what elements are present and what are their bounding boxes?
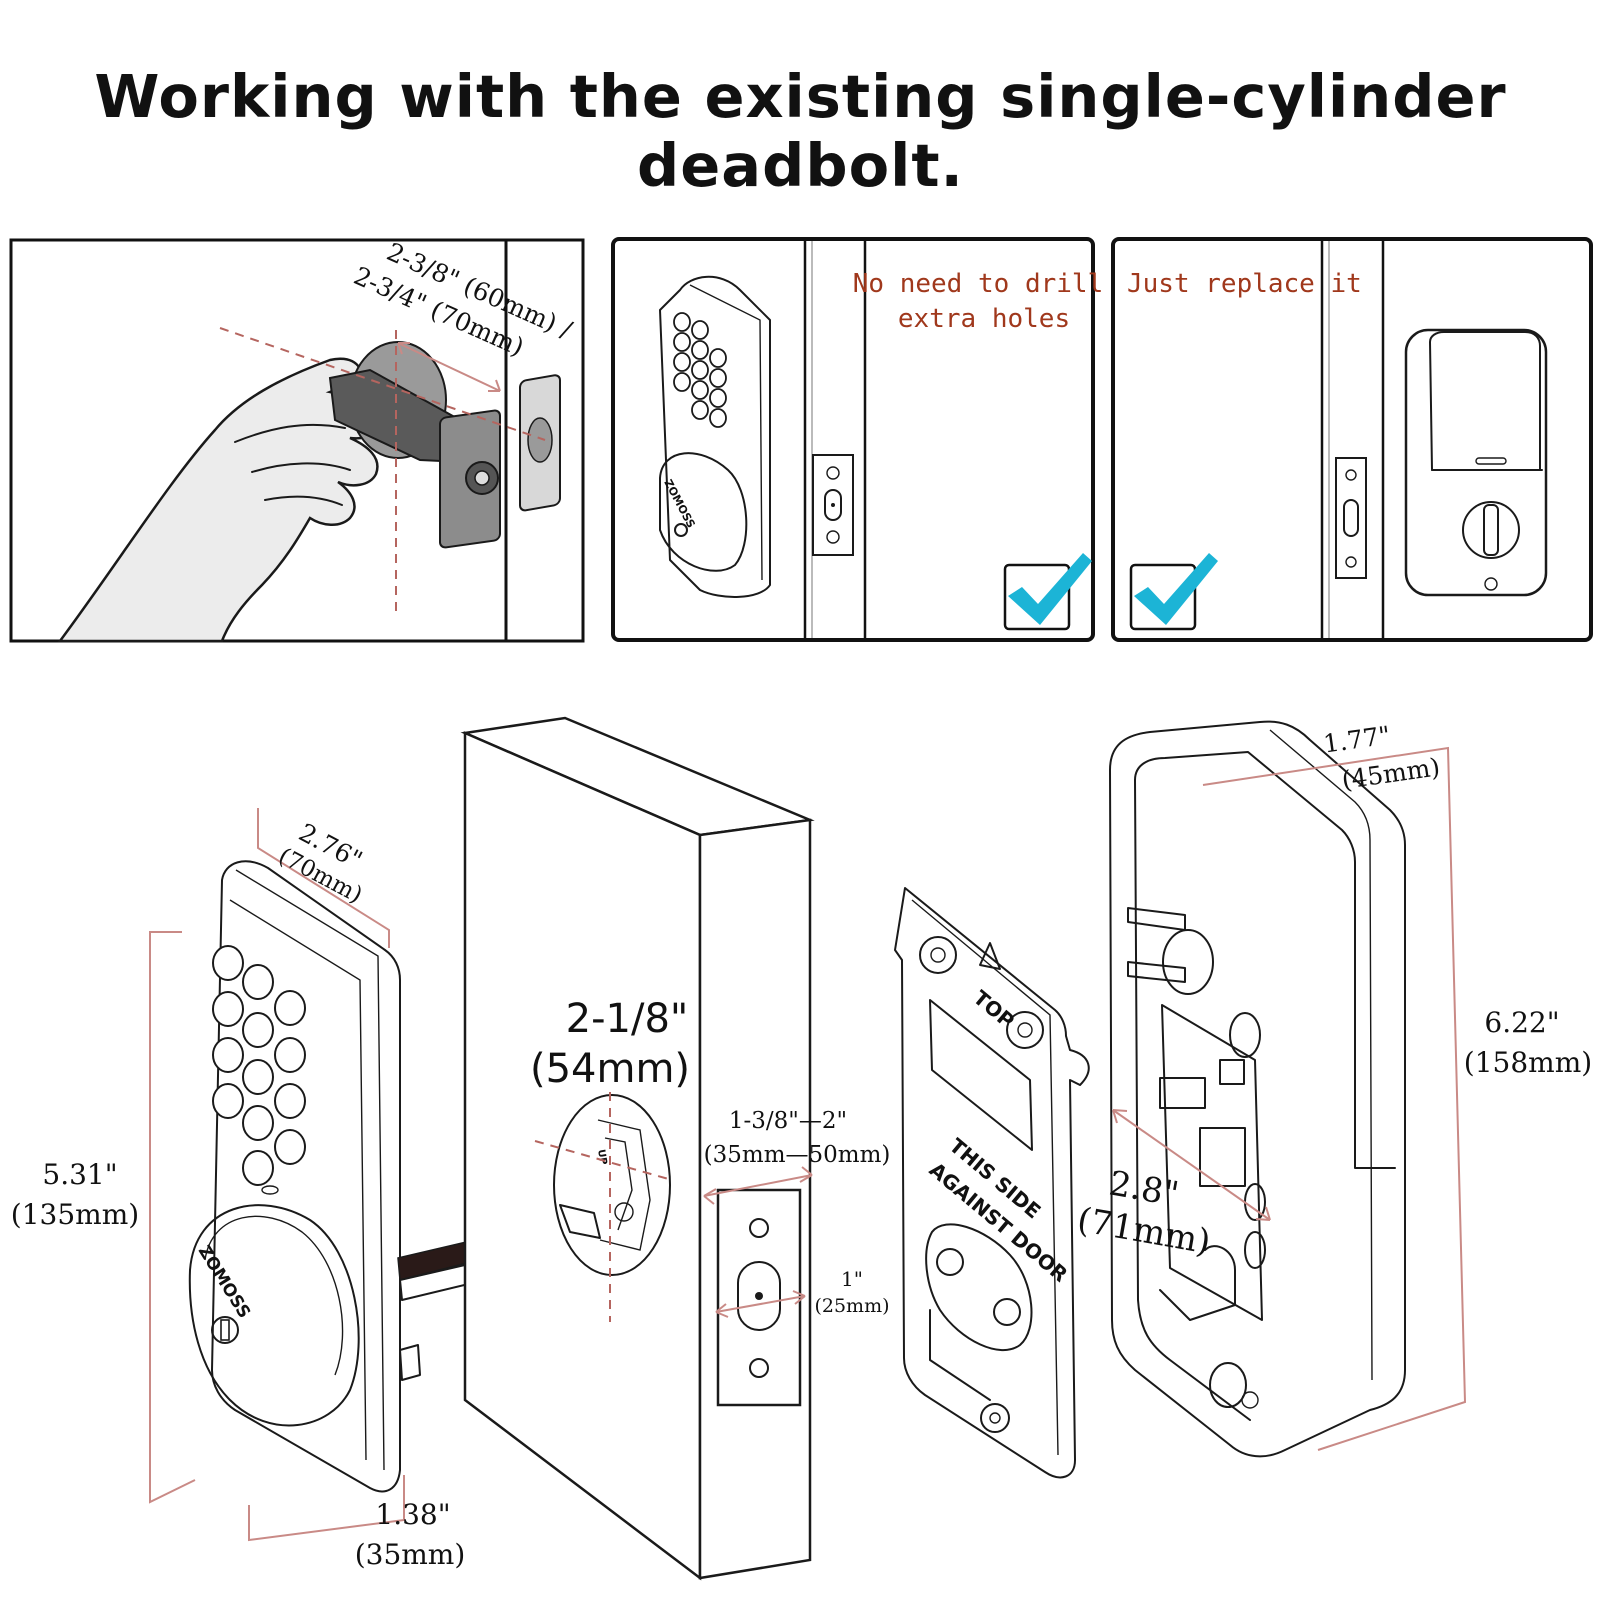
checkmark-icon	[1008, 553, 1092, 625]
panel-latch-insert: 2-3/8" (60mm) / 2-3/4" (70mm)	[9, 237, 585, 643]
mounting-plate: TOP THIS SIDE AGAINST DOOR	[894, 887, 1090, 1479]
replace-note: Just replace it	[1127, 269, 1362, 299]
door-thickness-metric: (35mm—50mm)	[704, 1142, 891, 1168]
door-thickness-value: 1-3/8"—2"	[729, 1108, 847, 1134]
latch-hole-metric: (25mm)	[814, 1295, 889, 1317]
keypad-brand: ZOMOSS	[194, 1242, 254, 1322]
interior-height-metric: (158mm)	[1464, 1046, 1592, 1079]
hand-illustration	[57, 357, 381, 643]
door-block: UP	[460, 716, 815, 1581]
keypad-dimension-lines	[149, 808, 405, 1542]
latch-hole-value: 1"	[841, 1267, 863, 1291]
keypad-buttons	[212, 945, 306, 1186]
keypad-depth-value: 1.38"	[375, 1498, 450, 1531]
keypad-depth-metric: (35mm)	[355, 1538, 466, 1571]
no-drill-note-line1: No need to drill	[853, 269, 1103, 299]
panel-just-replace: Just replace it	[1111, 237, 1593, 642]
bore-hole-metric: (54mm)	[530, 1046, 690, 1092]
bore-hole-value: 2-1/8"	[566, 996, 689, 1042]
page-title: Working with the existing single-cylinde…	[94, 62, 1507, 200]
panel-no-drill: ZOMOSS No need to drill extra holes	[611, 237, 1103, 642]
keypad-buttons-small	[673, 312, 727, 428]
checkmark-icon	[1134, 553, 1218, 625]
interior-width-metric: (45mm)	[1340, 752, 1442, 794]
interior-unit	[1109, 720, 1467, 1458]
no-drill-note-line2: extra holes	[898, 304, 1070, 334]
keypad-height-metric: (135mm)	[11, 1198, 139, 1231]
mount-top-label: TOP	[969, 985, 1019, 1033]
checkbox-no-drill	[1003, 563, 1071, 631]
checkbox-replace	[1129, 563, 1197, 631]
interior-height-value: 6.22"	[1484, 1006, 1559, 1039]
keypad-height-value: 5.31"	[42, 1158, 117, 1191]
strike-up-mark: UP	[595, 1149, 609, 1166]
interior-width-value: 1.77"	[1322, 721, 1393, 759]
